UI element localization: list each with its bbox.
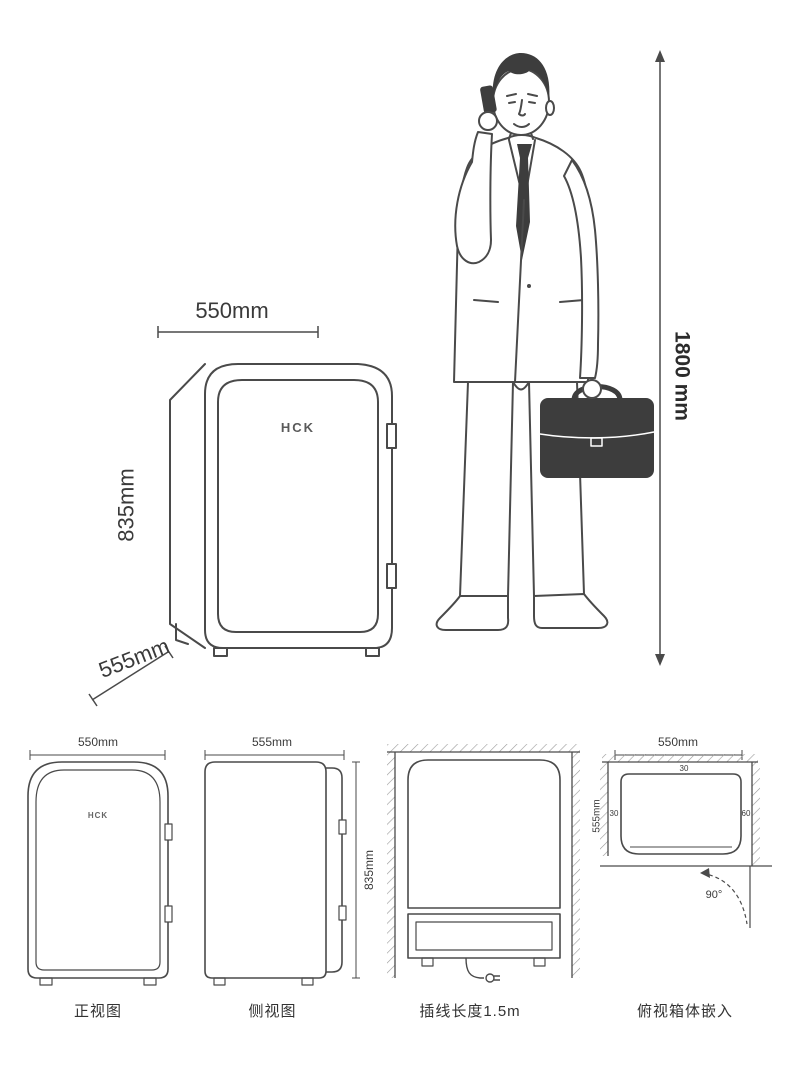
view-front: 550mm HCK [27, 735, 173, 986]
embed-door-swing-arc [701, 872, 748, 925]
front-brand-logo: HCK [88, 811, 108, 820]
side-foot-left [213, 977, 226, 986]
embed-door-angle-label: 90° [706, 889, 723, 901]
embed-clearance-back: 30 [680, 764, 689, 773]
hero-depth-label: 555mm [95, 633, 172, 683]
technical-views: 550mm HCK 555mm 835mm [27, 735, 772, 986]
cable-foot-left [421, 957, 434, 967]
side-door-slab [326, 767, 343, 973]
front-dim-line [29, 750, 166, 760]
cable-wall-hatch-top [387, 744, 580, 752]
power-plug-prongs [494, 975, 500, 981]
side-width-label: 555mm [252, 735, 292, 749]
hero-person-height-label: 1800 mm [671, 331, 694, 421]
person-right-hand [478, 111, 498, 131]
embed-clearance-right: 60 [742, 809, 751, 818]
cable-fridge-body [407, 759, 561, 909]
front-hinge-bottom [164, 905, 173, 923]
person-ear [545, 100, 555, 116]
cable-wall-lines [387, 751, 580, 978]
cable-foot-right [533, 957, 546, 967]
fridge-hinge-top [386, 423, 397, 449]
briefcase-clasp [590, 437, 603, 447]
person-left-arm [563, 159, 600, 379]
person-figure [435, 53, 655, 631]
embed-depth-label: 555mm [592, 799, 603, 832]
cable-wall-hatch-right [572, 752, 580, 978]
embed-wall-hatch-left [600, 762, 608, 856]
side-dim-line [204, 750, 345, 760]
fridge-foot-right [365, 647, 380, 657]
hero-diagram: 550mm 835mm 555mm 1800 mm HCK [88, 50, 694, 707]
briefcase [539, 384, 655, 478]
side-foot-right [301, 977, 314, 986]
front-body [27, 761, 169, 979]
hero-height-label: 835mm [114, 468, 139, 541]
view-embed: 550mm 555mm 30 30 60 90° [592, 735, 772, 928]
hero-dimension-lines [88, 50, 665, 707]
caption-cable-length: 插线长度1.5m [419, 1003, 521, 1020]
person-button [527, 284, 531, 288]
phone [480, 85, 497, 114]
fridge-door-outline [217, 379, 379, 633]
side-hinge-top [338, 819, 347, 835]
side-height-dim-line [352, 761, 360, 979]
person-legs [459, 381, 585, 597]
person-left-shoe [435, 595, 510, 631]
front-door-outline [35, 769, 161, 971]
dim-arrow-top [655, 50, 665, 62]
dim-arrow-bottom [655, 654, 665, 666]
embed-wall-lines [602, 761, 758, 866]
embed-wall-hatch-back [602, 754, 758, 762]
fridge-foot-left [213, 647, 228, 657]
hero-brand-logo: HCK [281, 420, 315, 435]
view-side: 555mm 835mm [204, 735, 376, 986]
embed-clearance-left: 30 [610, 809, 619, 818]
power-cord [465, 957, 484, 979]
side-body [204, 761, 327, 979]
person-hair [492, 53, 550, 100]
embed-arc-arrow [700, 868, 710, 878]
front-foot-right [143, 977, 157, 986]
dim-line-depth [88, 645, 174, 707]
embed-wall-hatch-right [752, 762, 760, 866]
cable-fridge-base [407, 913, 561, 959]
cable-wall-hatch-left [387, 752, 395, 978]
caption-front-view: 正视图 [73, 1003, 122, 1020]
fridge-3d [169, 363, 397, 657]
front-foot-left [39, 977, 53, 986]
cable-fridge-vent [415, 921, 553, 951]
fridge-foot-back [175, 623, 189, 645]
embed-fridge-top [620, 773, 742, 855]
side-hinge-bottom [338, 905, 347, 921]
fridge-front-face [204, 363, 393, 649]
view-cable [387, 744, 580, 983]
person-neck [508, 132, 534, 140]
person-head [492, 53, 555, 140]
power-plug [485, 973, 495, 983]
fridge-side-panel [169, 363, 206, 649]
dim-line-width [157, 326, 319, 338]
person-jacket-opening [514, 199, 525, 383]
person-left-hand [582, 379, 602, 399]
hero-width-label: 550mm [195, 298, 268, 323]
fridge-hinge-bottom [386, 563, 397, 589]
side-height-label: 835mm [362, 850, 376, 890]
caption-top-embed: 俯视箱体嵌入 [636, 1003, 733, 1020]
front-width-label: 550mm [78, 735, 118, 749]
embed-width-label: 550mm [658, 735, 698, 749]
person-face-features [506, 93, 538, 128]
person-right-arm [454, 131, 493, 265]
person-pockets [473, 299, 585, 303]
caption-side-view: 侧视图 [248, 1003, 297, 1020]
front-hinge-top [164, 823, 173, 841]
person-right-shoe [533, 593, 609, 629]
